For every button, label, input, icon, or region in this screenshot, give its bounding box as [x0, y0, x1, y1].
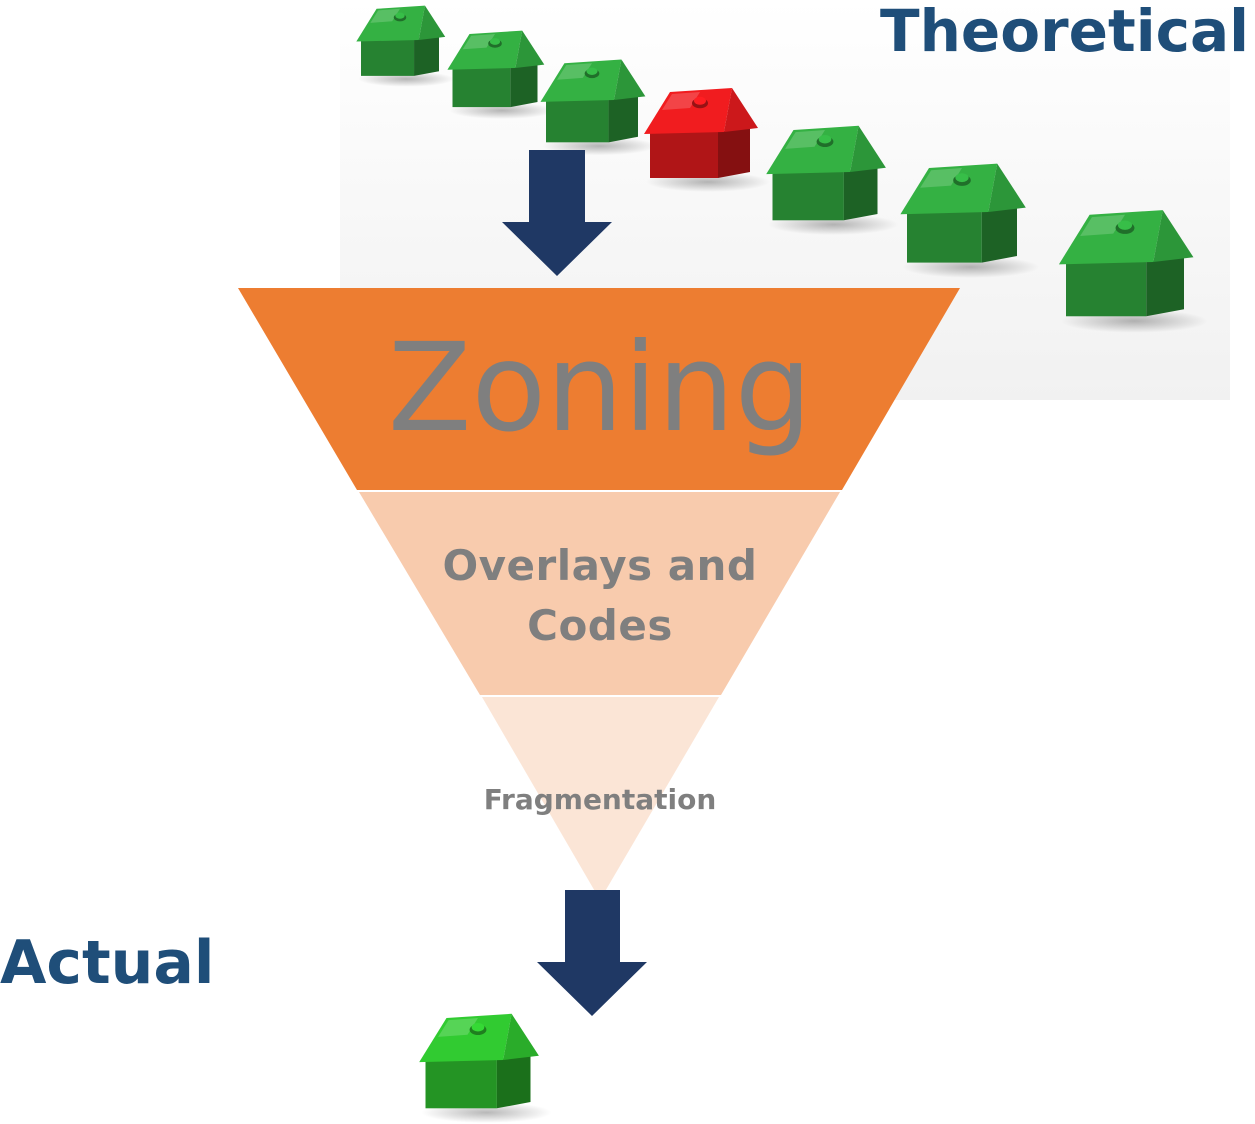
- funnel-stage-fragmentation: [482, 697, 719, 900]
- fragmentation-label: Fragmentation: [483, 783, 717, 816]
- down-arrow-bottom: [537, 890, 647, 1016]
- actual-label: Actual: [0, 928, 215, 998]
- house-green-5: [766, 125, 899, 235]
- house-green-2: [447, 30, 555, 119]
- house-actual: [419, 1013, 552, 1123]
- actual-house: [419, 1013, 552, 1123]
- house-red-4: [644, 88, 770, 192]
- overlays-label: Overlays and Codes: [442, 541, 758, 650]
- funnel: [238, 288, 960, 900]
- house-green-3: [540, 59, 657, 156]
- funnel-stage-zoning: [238, 288, 960, 490]
- funnel-stage-overlays: [359, 492, 840, 695]
- house-green-1: [356, 5, 455, 87]
- theoretical-label: Theoretical: [880, 0, 1249, 65]
- zoning-label: Zoning: [387, 317, 813, 459]
- down-arrow-top: [502, 150, 612, 276]
- houses-row: [356, 5, 1208, 333]
- house-green-6: [900, 163, 1039, 278]
- house-green-7: [1058, 210, 1208, 333]
